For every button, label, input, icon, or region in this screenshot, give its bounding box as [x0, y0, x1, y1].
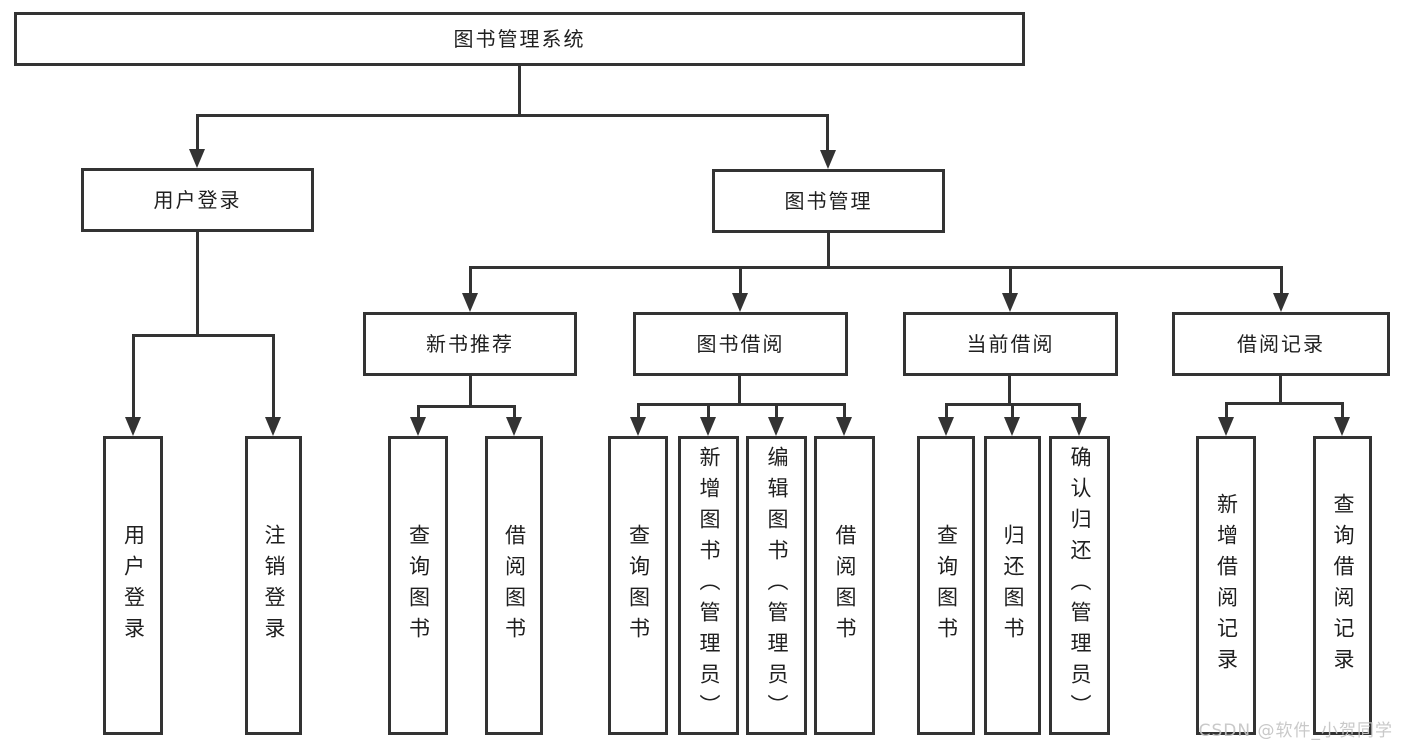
- leaf-query-books-borrow-label: 查询图书: [626, 523, 651, 648]
- node-book-borrow: 图书借阅: [633, 312, 848, 376]
- connector-line: [637, 403, 640, 418]
- arrow-down-icon: [700, 417, 716, 436]
- node-book-borrow-label: 图书借阅: [696, 332, 785, 356]
- arrow-down-icon: [506, 417, 522, 436]
- connector-line: [1280, 266, 1283, 295]
- arrow-down-icon: [1334, 417, 1350, 436]
- leaf-add-borrow-record: 新增借阅记录: [1196, 436, 1256, 735]
- leaf-user-login: 用户登录: [103, 436, 163, 735]
- node-root: 图书管理系统: [14, 12, 1025, 66]
- arrow-down-icon: [630, 417, 646, 436]
- arrow-down-icon: [189, 149, 205, 168]
- leaf-return-book: 归还图书: [984, 436, 1041, 735]
- arrow-down-icon: [938, 417, 954, 436]
- node-book-management-label: 图书管理: [784, 189, 873, 213]
- node-root-label: 图书管理系统: [453, 27, 586, 51]
- leaf-confirm-return-admin: 确认归还（管理员）: [1049, 436, 1110, 735]
- leaf-borrow-books: 借阅图书: [814, 436, 875, 735]
- csdn-watermark: CSDN @软件_小贺同学: [1198, 721, 1393, 741]
- connector-line: [1225, 402, 1344, 405]
- arrow-down-icon: [125, 417, 141, 436]
- connector-line: [945, 403, 948, 418]
- connector-line: [417, 405, 516, 408]
- connector-line: [518, 66, 521, 115]
- leaf-add-book-admin: 新增图书（管理员）: [678, 436, 739, 735]
- arrow-down-icon: [1002, 293, 1018, 312]
- leaf-add-book-admin-label: 新增图书（管理员）: [697, 446, 721, 725]
- leaf-logout: 注销登录: [245, 436, 302, 735]
- connector-line: [1279, 376, 1282, 404]
- leaf-query-borrow-record: 查询借阅记录: [1313, 436, 1372, 735]
- leaf-confirm-return-admin-label: 确认归还（管理员）: [1068, 446, 1092, 725]
- connector-line: [196, 114, 829, 117]
- connector-line: [827, 233, 830, 267]
- arrow-down-icon: [820, 150, 836, 169]
- node-borrow-records: 借阅记录: [1172, 312, 1390, 376]
- arrow-down-icon: [462, 293, 478, 312]
- connector-line: [1341, 402, 1344, 418]
- connector-line: [469, 376, 472, 407]
- leaf-query-books-current-label: 查询图书: [934, 523, 959, 648]
- connector-line: [417, 405, 420, 419]
- node-user-login-label: 用户登录: [153, 188, 242, 212]
- connector-line: [196, 232, 199, 335]
- arrow-down-icon: [1273, 293, 1289, 312]
- leaf-edit-book-admin: 编辑图书（管理员）: [746, 436, 807, 735]
- connector-line: [826, 114, 829, 152]
- arrow-down-icon: [265, 417, 281, 436]
- connector-line: [1008, 376, 1011, 405]
- connector-line: [1225, 402, 1228, 418]
- connector-line: [272, 334, 275, 418]
- node-user-login: 用户登录: [81, 168, 314, 232]
- connector-line: [469, 266, 1283, 269]
- leaf-borrow-books-label: 借阅图书: [833, 523, 857, 648]
- arrow-down-icon: [836, 417, 852, 436]
- leaf-borrow-books-recommend: 借阅图书: [485, 436, 543, 735]
- arrow-down-icon: [732, 293, 748, 312]
- arrow-down-icon: [410, 417, 426, 436]
- connector-line: [1009, 266, 1012, 295]
- leaf-add-borrow-record-label: 新增借阅记录: [1214, 492, 1239, 679]
- node-borrow-records-label: 借阅记录: [1237, 332, 1325, 356]
- leaf-query-books-current: 查询图书: [917, 436, 975, 735]
- node-current-borrow-label: 当前借阅: [966, 332, 1055, 356]
- leaf-query-books-recommend: 查询图书: [388, 436, 448, 735]
- leaf-borrow-books-recommend-label: 借阅图书: [502, 523, 527, 648]
- leaf-query-books-recommend-label: 查询图书: [406, 523, 431, 648]
- arrow-down-icon: [768, 417, 784, 436]
- arrow-down-icon: [1218, 417, 1234, 436]
- leaf-return-book-label: 归还图书: [1001, 523, 1025, 648]
- connector-line: [132, 334, 135, 418]
- leaf-query-books-borrow: 查询图书: [608, 436, 668, 735]
- connector-line: [739, 266, 742, 295]
- leaf-edit-book-admin-label: 编辑图书（管理员）: [765, 446, 789, 725]
- leaf-user-login-label: 用户登录: [121, 523, 146, 648]
- connector-line: [1011, 403, 1014, 418]
- connector-line: [469, 266, 472, 295]
- node-new-book-recommend-label: 新书推荐: [426, 332, 514, 356]
- connector-line: [775, 403, 778, 418]
- connector-line: [707, 403, 710, 418]
- connector-line: [513, 405, 516, 419]
- node-current-borrow: 当前借阅: [903, 312, 1118, 376]
- connector-line: [843, 403, 846, 418]
- connector-line: [637, 403, 846, 406]
- connector-line: [196, 114, 199, 152]
- arrow-down-icon: [1004, 417, 1020, 436]
- node-new-book-recommend: 新书推荐: [363, 312, 577, 376]
- connector-line: [132, 334, 275, 337]
- connector-line: [738, 376, 741, 405]
- node-book-management: 图书管理: [712, 169, 945, 233]
- arrow-down-icon: [1071, 417, 1087, 436]
- leaf-logout-label: 注销登录: [262, 523, 286, 648]
- leaf-query-borrow-record-label: 查询借阅记录: [1331, 492, 1355, 679]
- connector-line: [1078, 403, 1081, 418]
